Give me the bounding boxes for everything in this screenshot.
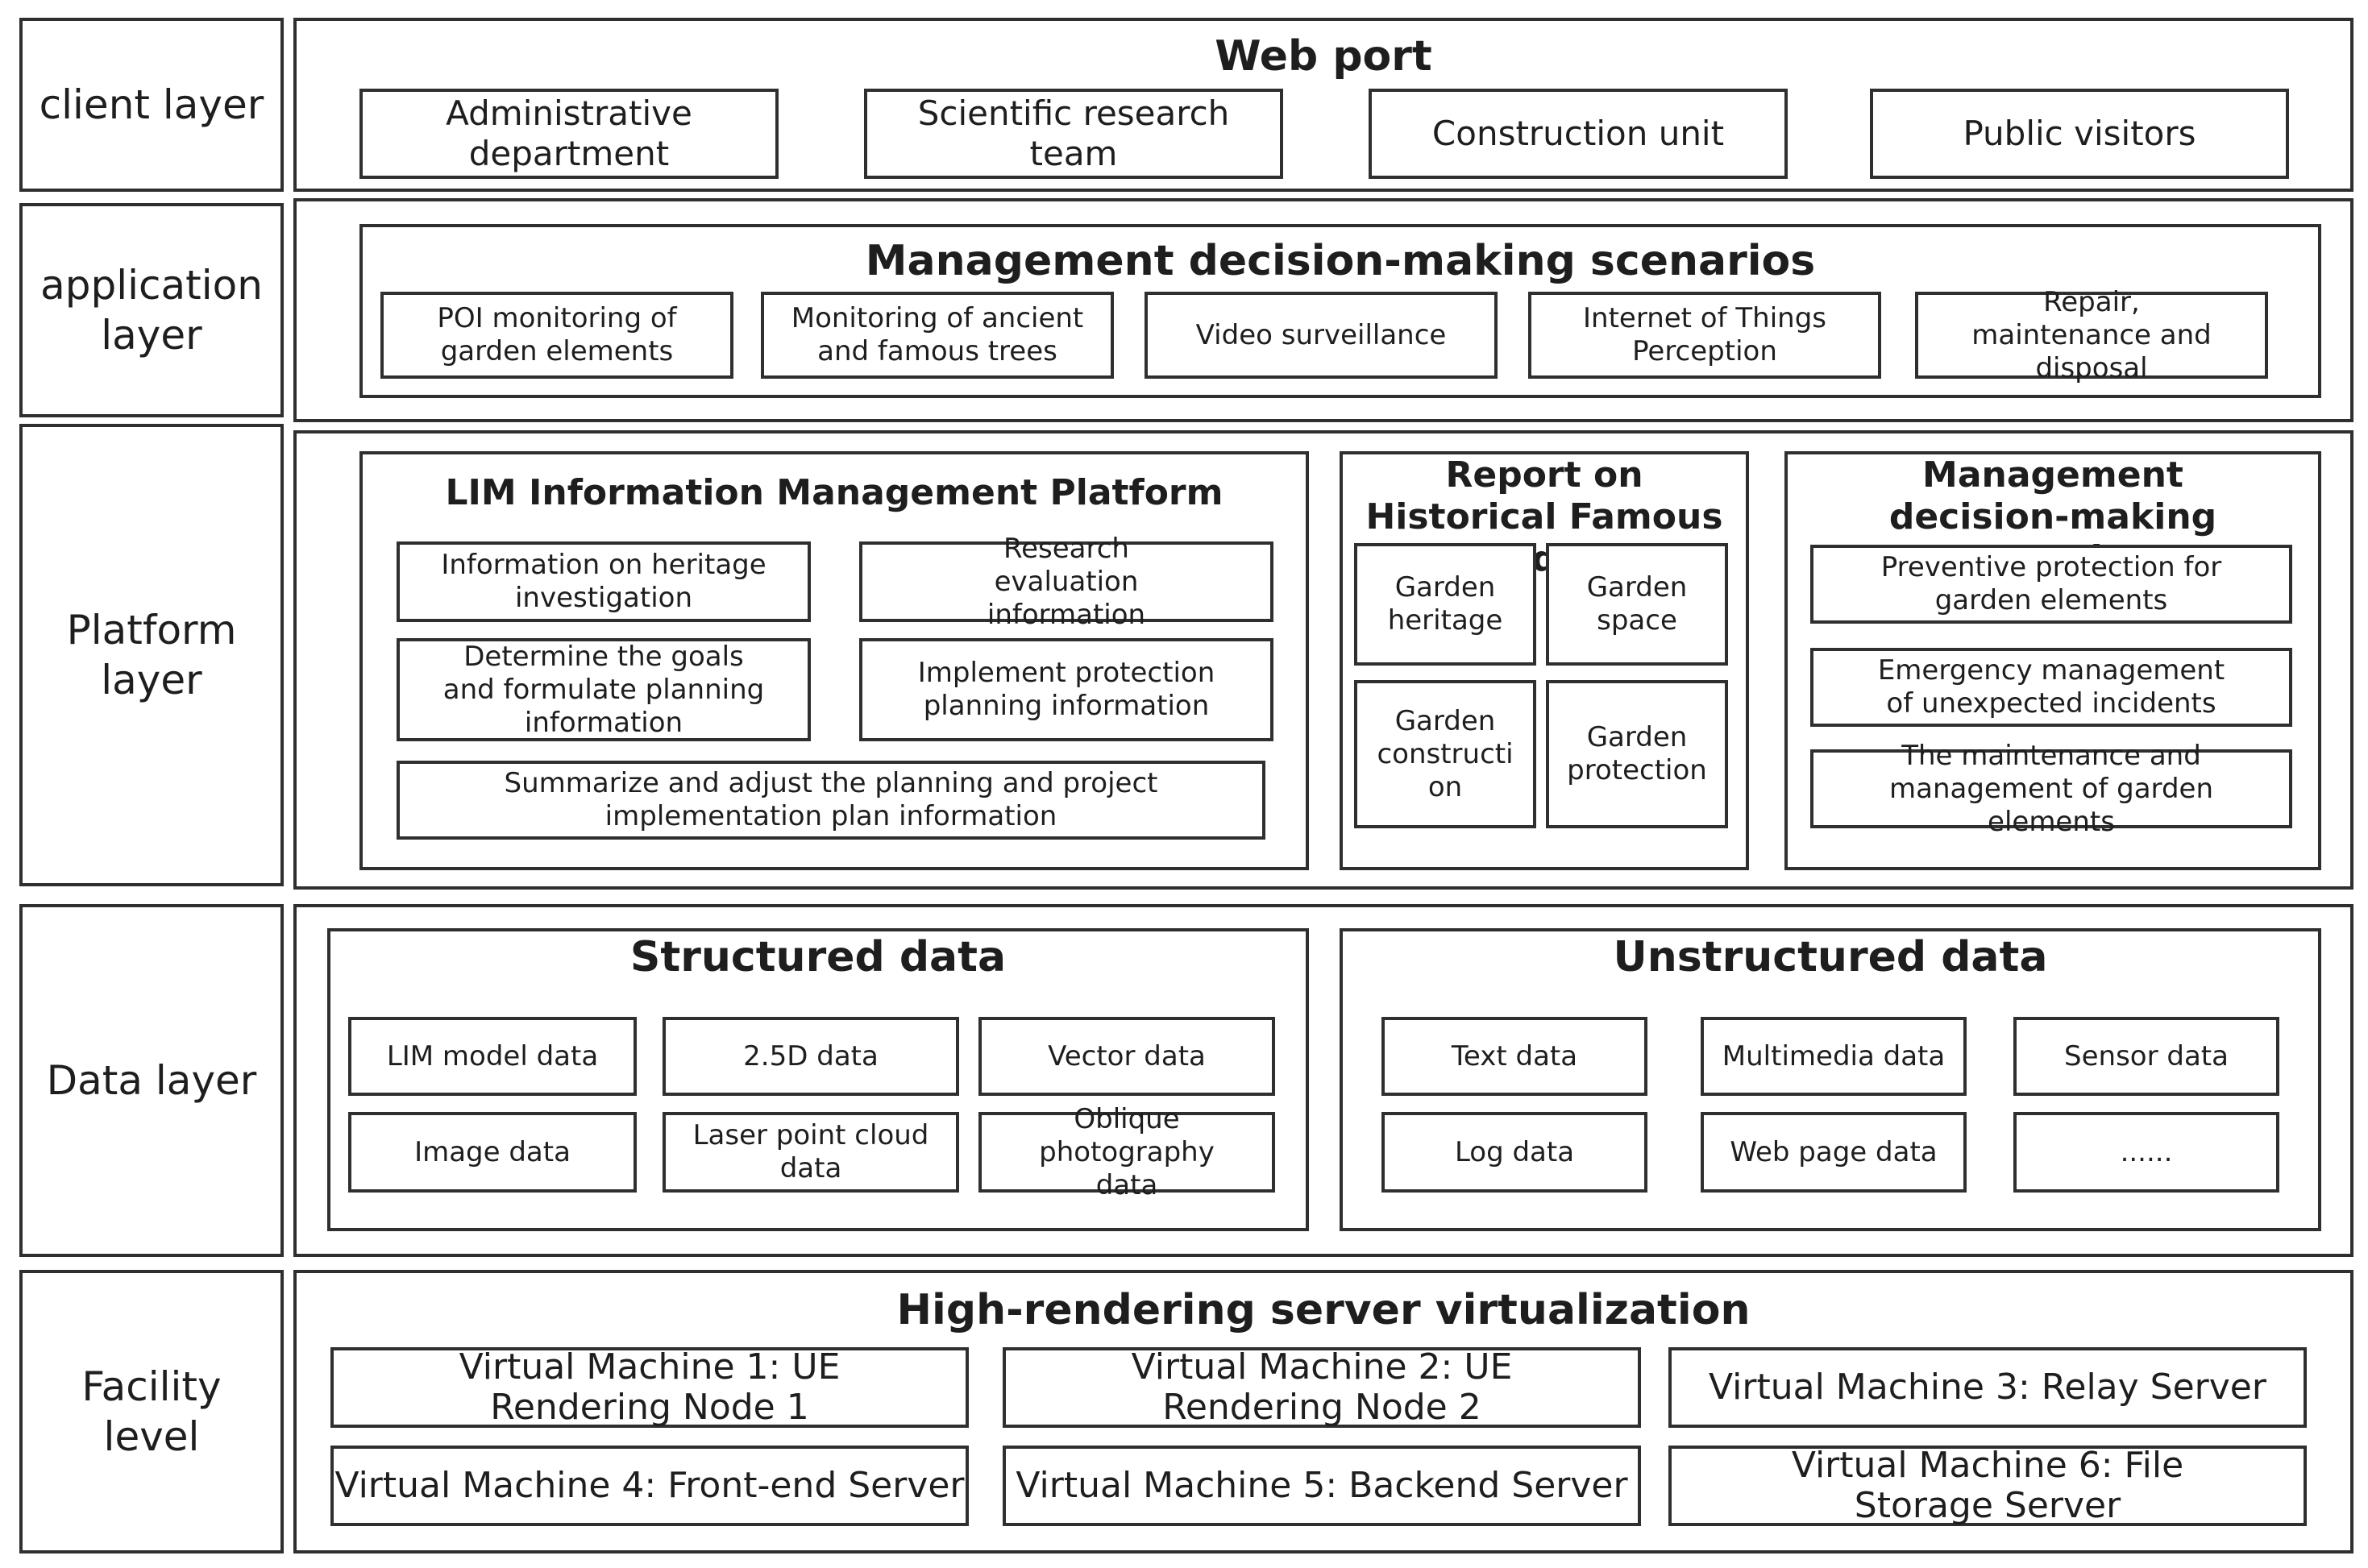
layer-label-data: Data layer: [19, 904, 284, 1257]
layer-label-client: client layer: [19, 18, 284, 192]
unstructured-item-web-page: Web page data: [1701, 1112, 1967, 1193]
structured-item-image: Image data: [348, 1112, 637, 1193]
vm-4-front-end-server: Virtual Machine 4: Front-end Server: [330, 1446, 969, 1526]
facility-layer-title: High-rendering server virtualization: [896, 1286, 1751, 1334]
app-item-video-surveillance: Video surveillance: [1145, 292, 1498, 379]
layer-label-application: application layer: [19, 203, 284, 417]
report-item-garden-construction: Garden constructi on: [1354, 680, 1536, 828]
vm-1-ue-rendering-node-1: Virtual Machine 1: UE Rendering Node 1: [330, 1347, 969, 1428]
vm-2-ue-rendering-node-2: Virtual Machine 2: UE Rendering Node 2: [1003, 1347, 1641, 1428]
structured-data-title: Structured data: [629, 933, 1007, 981]
lim-item-goals-planning: Determine the goals and formulate planni…: [397, 638, 811, 741]
vm-3-relay-server: Virtual Machine 3: Relay Server: [1668, 1347, 2307, 1428]
structured-item-lim-model: LIM model data: [348, 1017, 637, 1096]
structured-item-vector: Vector data: [978, 1017, 1275, 1096]
client-layer-title: Web port: [1215, 32, 1432, 81]
structured-item-oblique-photography: Oblique photography data: [978, 1103, 1275, 1201]
unstructured-item-text: Text data: [1381, 1017, 1647, 1096]
application-scenarios-title: Management decision-making scenarios: [865, 237, 1816, 285]
unstructured-item-more: ......: [2013, 1112, 2279, 1193]
lim-item-heritage-investigation: Information on heritage investigation: [397, 541, 811, 622]
app-item-tree-monitoring: Monitoring of ancient and famous trees: [761, 292, 1114, 379]
unstructured-item-sensor: Sensor data: [2013, 1017, 2279, 1096]
client-item-research-team: Scientific research team: [864, 89, 1283, 179]
structured-item-laser-point-cloud: Laser point cloud data: [663, 1112, 959, 1193]
decision-item-maintenance-management: The maintenance and management of garden…: [1810, 740, 2292, 838]
app-item-poi-monitoring: POI monitoring of garden elements: [380, 292, 733, 379]
lim-item-protection-planning: Implement protection planning informatio…: [859, 638, 1273, 741]
lim-item-summarize-adjust: Summarize and adjust the planning and pr…: [397, 761, 1265, 840]
unstructured-data-title: Unstructured data: [1613, 933, 2048, 981]
vm-6-file-storage-server: Virtual Machine 6: File Storage Server: [1668, 1446, 2307, 1526]
layer-label-platform: Platform layer: [19, 424, 284, 886]
client-item-administrative: Administrative department: [359, 89, 779, 179]
lim-platform-title: LIM Information Management Platform: [445, 472, 1223, 513]
app-item-iot-perception: Internet of Things Perception: [1528, 292, 1881, 379]
unstructured-item-multimedia: Multimedia data: [1701, 1017, 1967, 1096]
layer-label-facility: Facility level: [19, 1270, 284, 1553]
report-item-garden-space: Garden space: [1546, 543, 1728, 666]
decision-item-preventive-protection: Preventive protection for garden element…: [1810, 545, 2292, 624]
report-item-garden-protection: Garden protection: [1546, 680, 1728, 828]
unstructured-item-log: Log data: [1381, 1112, 1647, 1193]
app-item-repair-maintenance: Repair, maintenance and disposal: [1915, 286, 2268, 384]
lim-item-research-evaluation: Research evaluation information: [859, 533, 1273, 631]
client-item-construction-unit: Construction unit: [1369, 89, 1788, 179]
report-item-garden-heritage: Garden heritage: [1354, 543, 1536, 666]
decision-item-emergency-management: Emergency management of unexpected incid…: [1810, 648, 2292, 727]
vm-5-backend-server: Virtual Machine 5: Backend Server: [1003, 1446, 1641, 1526]
client-item-public-visitors: Public visitors: [1870, 89, 2289, 179]
structured-item-2-5d: 2.5D data: [663, 1017, 959, 1096]
